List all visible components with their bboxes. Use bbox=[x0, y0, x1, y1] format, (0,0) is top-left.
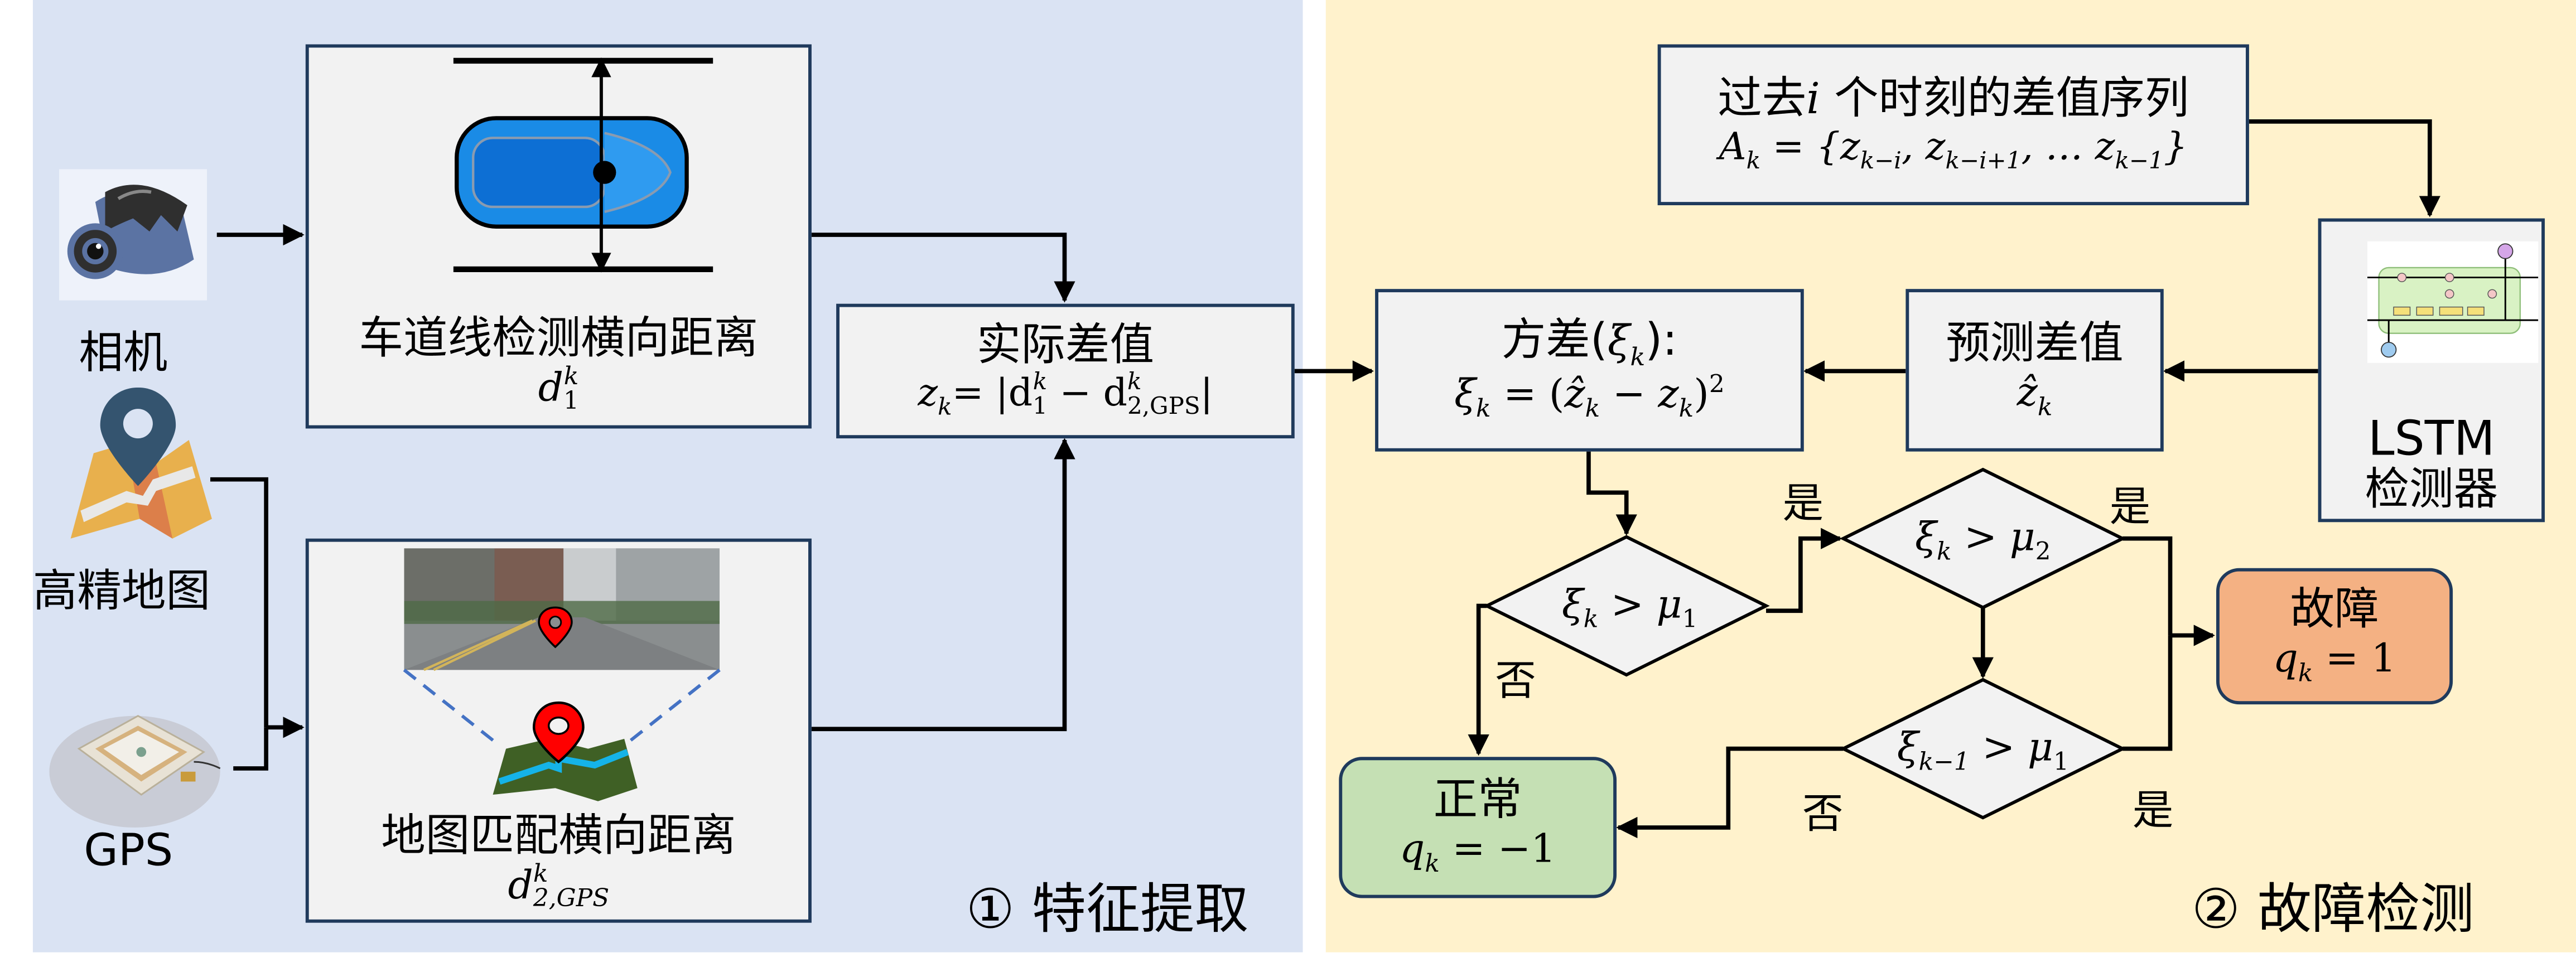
line-d2-yes bbox=[2122, 536, 2173, 636]
arrow-variance-to-d1 bbox=[1586, 449, 1637, 536]
variance-title: 方差(ξk): bbox=[1501, 315, 1678, 372]
d1-no-label: 否 bbox=[1495, 656, 1536, 705]
normal-formula: qk = −1 bbox=[1400, 826, 1556, 879]
feature-extraction-title: ① 特征提取 bbox=[966, 877, 1249, 941]
camera-icon bbox=[59, 169, 208, 301]
decision-3-condition: ξk−1 > μ1 bbox=[1897, 724, 2069, 777]
normal-title: 正常 bbox=[1433, 775, 1522, 826]
decision-diamond-3 bbox=[1839, 678, 2126, 820]
history-sequence-title: 过去i 个时刻的差值序列 bbox=[1718, 73, 2189, 124]
arrow-history-to-lstm bbox=[2247, 119, 2441, 217]
history-sequence-formula: Ak = {zk−i, zk−i+1, … zk−1} bbox=[1719, 125, 2188, 175]
predicted-difference-box: 预测差值 ẑk bbox=[1906, 289, 2164, 452]
street-map-illustration bbox=[309, 542, 808, 805]
variance-formula: ξk = (ẑk − zk)2 bbox=[1454, 370, 1725, 424]
map-pin-icon bbox=[57, 387, 215, 545]
d2-yes-label: 是 bbox=[2109, 482, 2151, 530]
arrow-mapmatch-to-actual bbox=[809, 438, 1075, 732]
lstm-subtitle: 检测器 bbox=[2365, 465, 2498, 516]
line-map-to-merge bbox=[210, 477, 268, 728]
fault-detection-title: ② 故障检测 bbox=[2191, 877, 2474, 941]
decision-diamond-2 bbox=[1839, 467, 2126, 610]
hd-map-label: 高精地图 bbox=[32, 566, 210, 618]
variance-box: 方差(ξk): ξk = (ẑk − zk)2 bbox=[1375, 289, 1804, 452]
car-lane-illustration bbox=[309, 47, 808, 294]
history-sequence-box: 过去i 个时刻的差值序列 Ak = {zk−i, zk−i+1, … zk−1} bbox=[1657, 44, 2249, 206]
actual-difference-title: 实际差值 bbox=[976, 320, 1154, 371]
lane-detection-title: 车道线检测横向距离 bbox=[359, 313, 759, 364]
predicted-difference-title: 预测差值 bbox=[1946, 318, 2124, 369]
lstm-title: LSTM bbox=[2367, 411, 2495, 467]
d3-yes-label: 是 bbox=[2132, 786, 2174, 834]
gps-module-icon bbox=[49, 706, 221, 831]
decision-1-condition: ξk > μ1 bbox=[1561, 581, 1698, 634]
gps-label: GPS bbox=[84, 825, 173, 877]
car-icon bbox=[455, 116, 689, 229]
predicted-difference-formula: ẑk bbox=[2017, 369, 2053, 422]
d1-yes-label: 是 bbox=[1782, 479, 1824, 528]
lstm-cell-diagram bbox=[2367, 241, 2539, 363]
map-matching-title: 地图匹配横向距离 bbox=[381, 810, 736, 862]
folded-map-icon bbox=[493, 738, 638, 801]
camera-label: 相机 bbox=[79, 328, 168, 380]
decision-diamond-1 bbox=[1483, 535, 1770, 677]
lstm-detector-box: LSTM 检测器 bbox=[2318, 218, 2545, 523]
fault-result-box: 故障 qk = 1 bbox=[2216, 568, 2453, 705]
line-gps-to-merge bbox=[233, 727, 268, 771]
normal-result-box: 正常 qk = −1 bbox=[1339, 757, 1617, 898]
fault-formula: qk = 1 bbox=[2273, 635, 2396, 688]
line-d3-yes bbox=[2122, 635, 2173, 751]
arrow-lane-to-actual bbox=[809, 233, 1075, 303]
d3-no-label: 否 bbox=[1802, 790, 1844, 838]
decision-2-condition: ξk > μ2 bbox=[1915, 514, 2051, 567]
arrow-d1-yes-to-d2 bbox=[1766, 528, 1842, 613]
arrow-d3-no-to-normal bbox=[1616, 746, 1844, 839]
fault-title: 故障 bbox=[2290, 584, 2379, 635]
